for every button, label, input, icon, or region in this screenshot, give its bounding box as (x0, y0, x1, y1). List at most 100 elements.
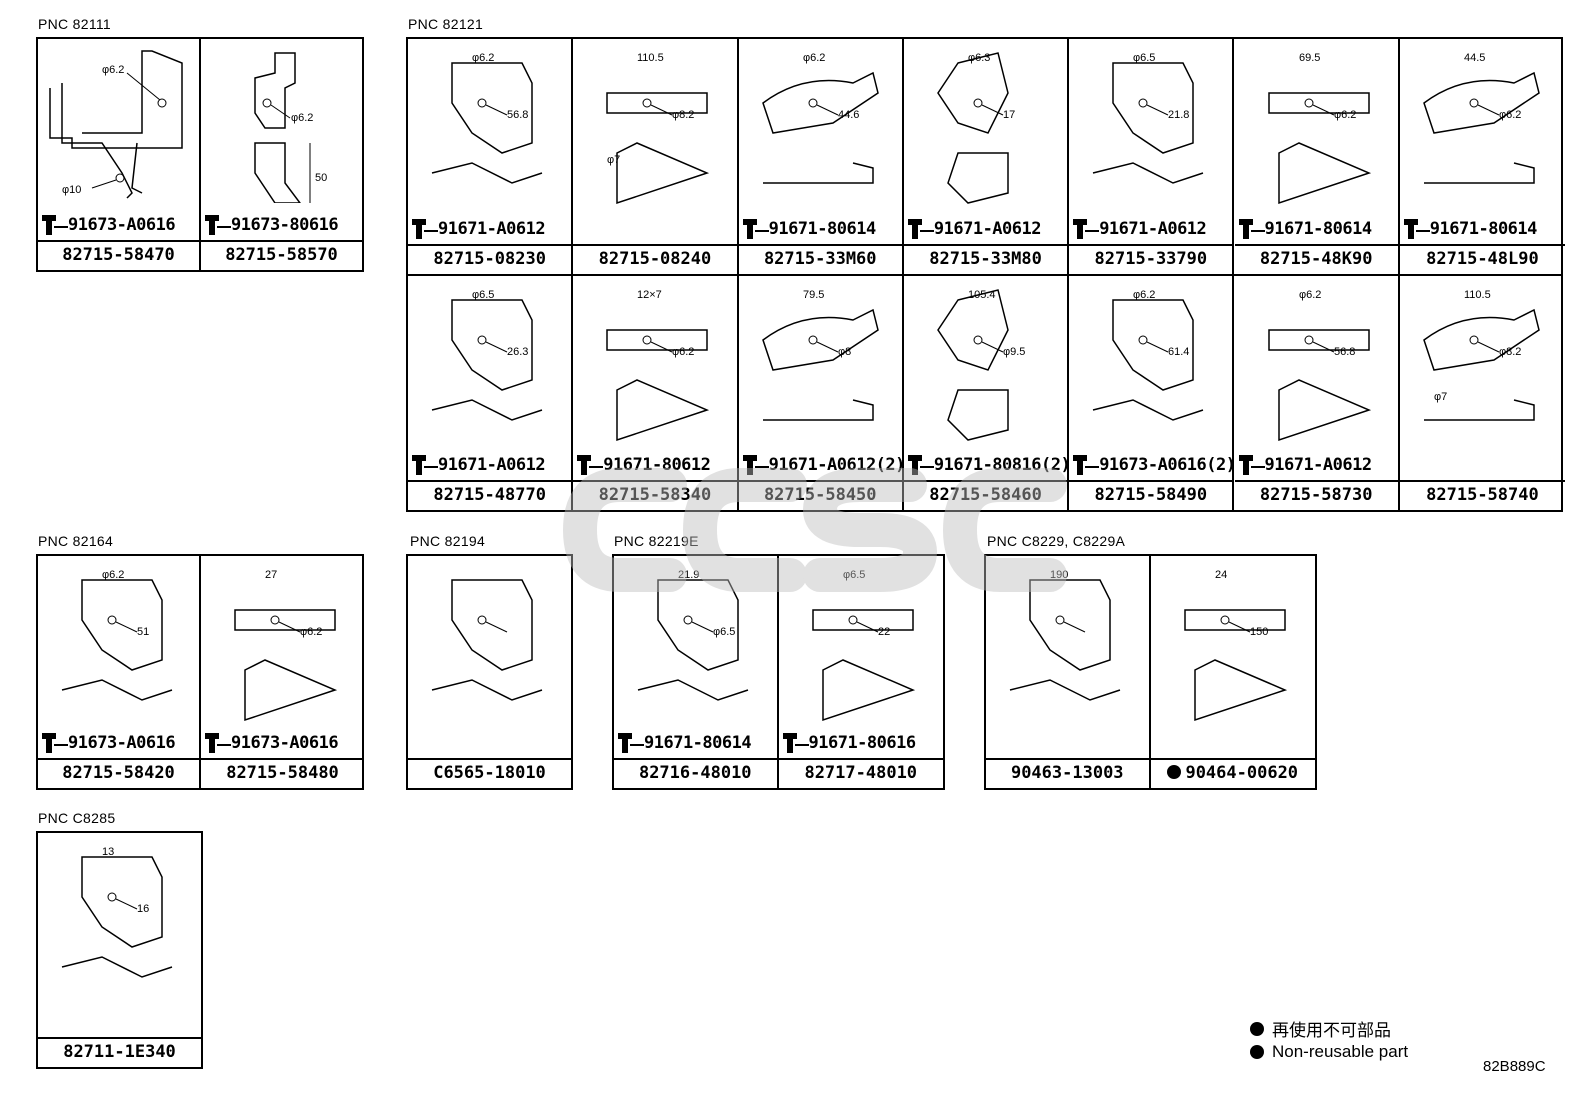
part-number[interactable]: 82715-33M60 (738, 244, 902, 274)
part-cell[interactable]: C6565-18010 (408, 556, 571, 788)
bolt-part-number[interactable]: 91673-A0616(2) (1099, 455, 1236, 475)
part-number[interactable]: 82715-58480 (201, 758, 364, 788)
bolt-part-number[interactable]: 91671-80616 (808, 733, 917, 753)
part-number[interactable]: 82715-48770 (408, 480, 572, 510)
bolt-callout: 91671-80614 (618, 732, 752, 754)
pnc-label: PNC C8285 (38, 810, 116, 826)
bolt-part-number[interactable]: 91671-80614 (1264, 219, 1373, 239)
part-number[interactable]: 82715-58740 (1399, 480, 1566, 510)
bolt-part-number[interactable]: 91671-80614 (644, 733, 752, 753)
bolt-callout: 91671-80614 (1238, 218, 1373, 240)
bolt-icon (205, 733, 231, 753)
part-number[interactable]: 82711-1E340 (38, 1037, 201, 1067)
part-number[interactable]: 82715-08230 (408, 244, 572, 274)
dim-label: φ7 (607, 154, 620, 166)
bolt-part-number[interactable]: 91671-80614 (768, 219, 877, 239)
bolt-part-number[interactable]: 91671-A0612 (438, 455, 546, 475)
bolt-icon (1073, 455, 1100, 475)
part-cell[interactable]: 190 90463-13003 (986, 556, 1151, 788)
bolt-icon (618, 733, 644, 753)
dim-label: 44.6 (838, 109, 859, 121)
bolt-part-number[interactable]: 91671-80816(2) (933, 455, 1071, 475)
bolt-icon (782, 733, 809, 753)
part-number[interactable]: 82715-58470 (38, 240, 199, 270)
dim-label: 27 (265, 569, 277, 581)
bolt-callout: 91671-A0612 (1238, 454, 1373, 476)
part-number[interactable]: 82715-58450 (738, 480, 902, 510)
bolt-icon (205, 215, 231, 235)
part-number[interactable]: C6565-18010 (408, 758, 571, 788)
part-number[interactable]: 82715-58570 (201, 240, 362, 270)
bolt-part-number[interactable]: 91671-A0612 (1099, 219, 1207, 239)
bracket-drawing: φ6.521.8 (1093, 52, 1204, 184)
part-number[interactable]: 82715-58730 (1234, 480, 1398, 510)
bolt-icon (412, 219, 438, 239)
bolt-callout: 91673-80616 (205, 214, 339, 236)
bolt-part-number[interactable]: 91671-A0612 (1264, 455, 1373, 475)
part-number[interactable]: 82715-58340 (573, 480, 737, 510)
part-number[interactable]: 82715-48L90 (1399, 244, 1566, 274)
bracket-drawing: 105.4φ9.5 (936, 289, 1025, 441)
bolt-part-number[interactable]: 91671-A0612 (438, 219, 546, 239)
bolt-part-number[interactable]: 91671-80612 (603, 455, 711, 475)
bracket-drawing: φ6.261.4 (1093, 289, 1204, 421)
bolt-callout: 91673-A0616(2) (1073, 454, 1236, 476)
bolt-callout: 91671-80614 (742, 218, 877, 240)
dim-label: 51 (137, 626, 149, 638)
part-cell[interactable]: φ6.2 φ10 91673-A0616 82715-58470 (38, 39, 201, 270)
part-number[interactable]: 82715-58420 (38, 758, 199, 788)
part-number[interactable]: 82716-48010 (614, 758, 777, 788)
part-number[interactable]: 82715-08240 (573, 244, 737, 274)
dim-label: φ6.2 (1133, 289, 1155, 301)
bolt-part-number[interactable]: 91671-80614 (1429, 219, 1538, 239)
bracket-drawing: φ6.2 50 (254, 52, 327, 203)
part-number[interactable]: 90463-13003 (986, 758, 1149, 788)
part-number[interactable]: 90464-00620 (1150, 758, 1315, 788)
bolt-part-number[interactable]: 91673-80616 (231, 215, 339, 235)
legend-jp: 再使用不可部品 (1250, 1016, 1391, 1041)
part-cell[interactable]: φ6.2 50 91673-80616 82715-58570 (201, 39, 362, 270)
part-number[interactable]: 82715-33790 (1069, 244, 1233, 274)
part-number[interactable]: 82715-33M80 (903, 244, 1068, 274)
pnc-label: PNC 82111 (38, 16, 112, 32)
bolt-part-number[interactable]: 91673-A0616 (231, 733, 339, 753)
bolt-part-number[interactable]: 91671-A0612 (933, 219, 1042, 239)
bolt-icon (907, 455, 934, 475)
bracket-drawing: φ6.256.8 (431, 52, 543, 184)
part-number[interactable]: 82715-48K90 (1234, 244, 1398, 274)
bolt-part-number[interactable]: 91673-A0616 (68, 215, 176, 235)
bolt-callout: 91671-A0612 (907, 218, 1042, 240)
part-number[interactable]: 82715-58460 (903, 480, 1068, 510)
bolt-part-number[interactable]: 91671-A0612(2) (768, 455, 906, 475)
bolt-part-number[interactable]: 91673-A0616 (68, 733, 176, 753)
bolt-icon (1238, 219, 1265, 239)
part-number[interactable]: 82717-48010 (778, 758, 943, 788)
part-number[interactable]: 82715-58490 (1069, 480, 1233, 510)
pnc-label: PNC 82219E (614, 533, 699, 549)
bolt-callout: 91671-A0612 (412, 218, 546, 240)
dim-label: 105.4 (968, 289, 996, 301)
dim-label: 190 (1050, 569, 1068, 581)
